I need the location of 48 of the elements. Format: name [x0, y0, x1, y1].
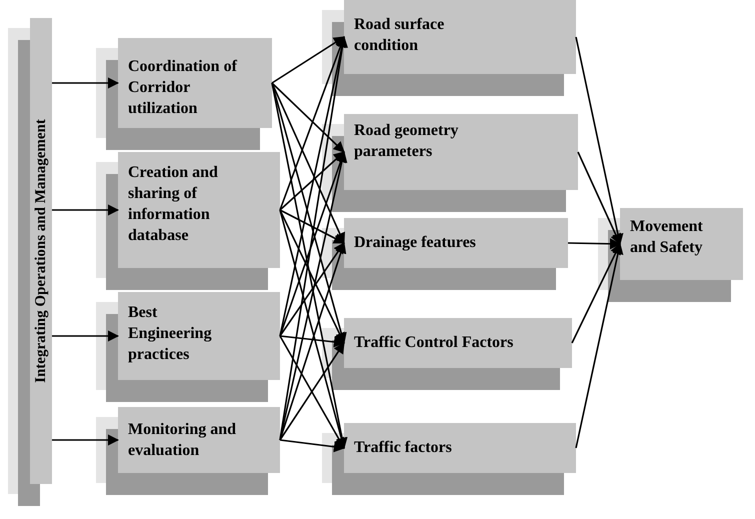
process-box: [344, 423, 576, 473]
arrow: [272, 36, 345, 84]
arrow: [52, 204, 120, 216]
arrow: [279, 242, 346, 440]
arrow: [279, 36, 348, 440]
box-label: Best Engineering practices: [128, 303, 213, 365]
box-label: Road geometry parameters: [354, 121, 460, 162]
box-label: Creation and sharing of information database: [128, 163, 219, 246]
box-label: Road surface condition: [354, 15, 446, 56]
box-label: Traffic factors: [354, 438, 453, 458]
process-box: [344, 0, 576, 74]
process-box: [620, 208, 743, 280]
process-box: [118, 407, 280, 473]
arrow: [575, 242, 624, 448]
arrow: [280, 209, 345, 244]
box-label: Monitoring and evaluation: [128, 420, 238, 461]
vertical-bar: [30, 18, 52, 484]
arrow: [271, 82, 345, 244]
arrow: [577, 152, 621, 246]
box-label: Movement and Safety: [630, 217, 704, 258]
arrow: [279, 210, 347, 450]
box-label: Coordination of Corridor utilization: [128, 57, 238, 119]
arrow: [568, 238, 622, 250]
arrow: [279, 150, 346, 336]
process-box: [344, 114, 578, 190]
arrow: [280, 335, 346, 348]
arrow: [52, 330, 120, 342]
arrow: [279, 36, 346, 210]
box-label: Drainage features: [354, 233, 477, 253]
box-label: Traffic Control Factors: [354, 333, 514, 353]
arrow: [279, 151, 345, 211]
arrow: [279, 150, 348, 440]
arrow: [279, 210, 345, 344]
arrow: [52, 434, 120, 446]
process-box: [344, 318, 572, 368]
process-box: [344, 218, 568, 268]
arrow: [571, 243, 621, 344]
arrow: [271, 82, 345, 153]
process-box: [118, 152, 280, 268]
arrow: [280, 439, 346, 452]
vertical-label: Integrating Operations and Management: [32, 119, 50, 383]
arrow: [271, 82, 348, 450]
arrow: [575, 36, 624, 246]
process-box: [118, 38, 272, 128]
arrow: [271, 82, 347, 344]
arrow: [52, 77, 120, 89]
arrow: [279, 242, 345, 336]
process-box: [118, 292, 280, 380]
